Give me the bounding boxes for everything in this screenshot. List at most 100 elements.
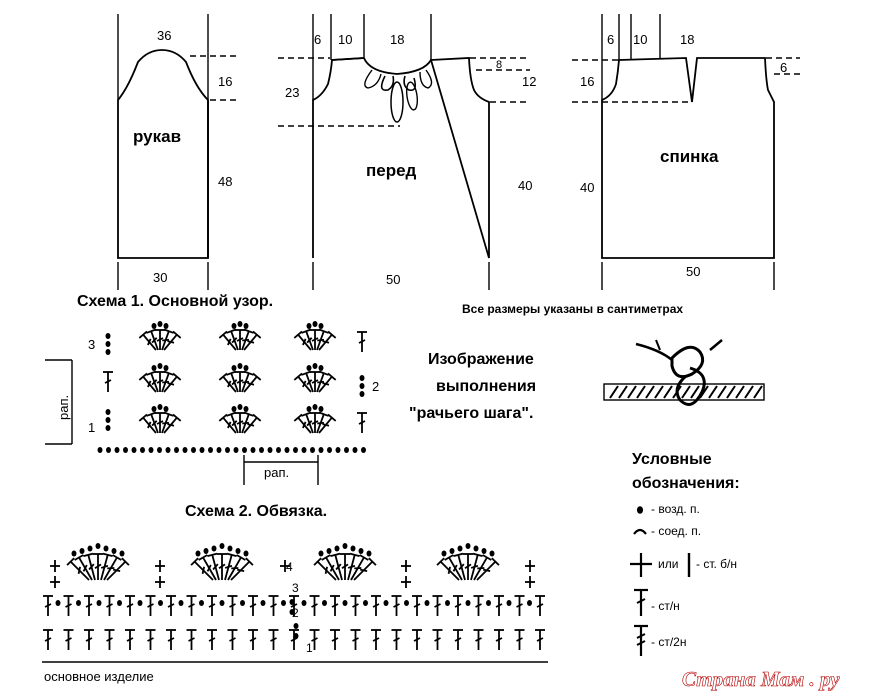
- chain-stitch: [318, 365, 324, 371]
- front-width: 50: [386, 272, 400, 287]
- dc-top: [327, 372, 337, 381]
- rapport-vertical-label: рап.: [56, 395, 71, 420]
- dc-top: [243, 328, 254, 334]
- chain-stitch: [465, 543, 471, 549]
- dc-bar: [247, 340, 255, 344]
- dc-top: [163, 411, 174, 417]
- single-crochet: [155, 576, 165, 588]
- dc-bar: [311, 637, 318, 642]
- dc-bar: [331, 637, 339, 642]
- single-crochet-symbol: [630, 553, 691, 577]
- legend-sc: - ст. б/н: [696, 557, 737, 571]
- double-crochet: [166, 595, 176, 616]
- double-crochet: [268, 629, 279, 650]
- crab-stitch-loop: [744, 385, 754, 399]
- dc-top: [313, 557, 322, 566]
- double-crochet: [412, 595, 422, 616]
- dc-bar: [188, 603, 195, 608]
- dc-bar: [352, 637, 359, 642]
- chain-stitch: [79, 548, 85, 554]
- single-crochet: [401, 576, 411, 588]
- sleeve-cap-height: 16: [218, 74, 232, 89]
- chain-stitch: [235, 548, 241, 554]
- double-crochet: [453, 595, 463, 616]
- double-crochet: [217, 553, 227, 580]
- chain-stitch: [293, 623, 299, 629]
- dc-bar: [106, 637, 113, 642]
- double-crochet: [514, 629, 525, 650]
- dc-top: [243, 411, 254, 417]
- chain-stitch: [233, 447, 239, 453]
- dc-bar: [302, 421, 307, 429]
- front-shoulder2: 10: [338, 32, 352, 47]
- dc-bar: [324, 566, 328, 575]
- double-crochet: [104, 595, 115, 616]
- dc-top: [138, 330, 148, 339]
- double-crochet: [241, 370, 254, 393]
- chain-stitch: [182, 447, 188, 453]
- dc-bar: [306, 420, 313, 427]
- chain-stitch: [151, 365, 157, 371]
- chain-stitch: [140, 447, 145, 453]
- dc-bar: [147, 380, 152, 388]
- dc-top: [368, 557, 377, 566]
- dc-bar: [311, 379, 319, 384]
- dc-bar: [393, 637, 400, 642]
- dc-top: [252, 372, 262, 381]
- double-crochet: [350, 554, 369, 581]
- chain-stitch: [473, 545, 479, 552]
- double-crochet: [207, 629, 217, 650]
- watermark-text: Страна Мам . ру: [682, 667, 840, 691]
- single-crochet: [401, 560, 411, 572]
- dc-top: [318, 411, 329, 417]
- dc-bar: [147, 603, 154, 608]
- chain-stitch: [163, 365, 169, 371]
- dc-top: [226, 328, 237, 334]
- crab-stitch-loop: [717, 385, 727, 399]
- dc-bar: [156, 337, 164, 342]
- rapport-horizontal-label: рап.: [264, 465, 289, 480]
- chain-stitch: [318, 447, 324, 453]
- chain-stitch: [243, 406, 249, 412]
- dc-top: [301, 328, 312, 334]
- double-crochet: [476, 557, 500, 581]
- double-crochet: [463, 553, 473, 580]
- chain-stitch: [312, 404, 318, 410]
- dc-bar: [359, 568, 368, 572]
- double-crochet: [241, 411, 254, 434]
- chain-stitch: [103, 545, 109, 552]
- scheme2-n3: 3: [292, 581, 299, 595]
- chain-stitch: [289, 599, 295, 605]
- dc-top: [198, 554, 208, 561]
- crab-stitch-loop: [645, 385, 655, 399]
- double-crochet: [347, 552, 360, 581]
- chain-stitch: [151, 323, 157, 329]
- double-crochet: [186, 595, 197, 616]
- dc-bar: [322, 423, 330, 427]
- double-crochet: [226, 328, 239, 351]
- chain-stitch: [87, 545, 93, 552]
- double-crochet: [340, 553, 350, 580]
- chain-stitch: [237, 321, 243, 327]
- double-crochet: [310, 412, 320, 433]
- dc-bar: [470, 564, 479, 569]
- double-crochet: [535, 595, 545, 616]
- chain-stitch: [306, 365, 312, 371]
- chain-stitch: [95, 543, 101, 549]
- dc-bar: [464, 563, 472, 570]
- legend-slip: - соед. п.: [651, 524, 701, 538]
- double-crochet: [163, 372, 182, 393]
- chain-stitch: [334, 545, 340, 552]
- double-crochet: [186, 629, 197, 650]
- dc-top: [330, 552, 341, 558]
- dc-bar: [208, 603, 216, 608]
- double-crochet: [494, 595, 504, 616]
- crab-stitch-loop: [627, 385, 637, 399]
- dc-bar: [329, 564, 335, 572]
- chain-stitch: [363, 600, 368, 606]
- chain-stitch: [219, 543, 225, 549]
- dc-bar: [201, 566, 205, 575]
- watermark-logo: Страна Мам . ру: [682, 667, 841, 692]
- dc-bar: [167, 382, 175, 386]
- crab-stitch-loop: [618, 385, 628, 399]
